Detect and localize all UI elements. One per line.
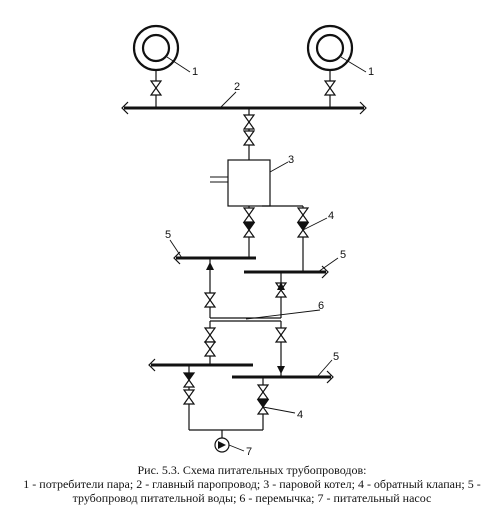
label-check-valve-bottom: 4 — [297, 409, 303, 421]
flow-arrow-up-left — [206, 262, 214, 270]
pump-check-valve-left — [183, 372, 195, 388]
main-steam-valve-upper — [243, 114, 255, 130]
feed-line-lower-right — [232, 370, 334, 384]
label-pump: 7 — [246, 446, 252, 458]
label-jumper: 6 — [318, 300, 324, 312]
label-consumer-right: 1 — [368, 66, 374, 78]
feed-pump — [214, 437, 230, 453]
steam-consumer-right — [306, 24, 354, 72]
consumer-left-valve — [150, 80, 162, 96]
boiler-check-valve-left — [243, 222, 255, 238]
figure-caption-line-1: 1 - потребители пара; 2 - главный паропр… — [23, 477, 481, 491]
feed-valve-left-lower-b — [204, 341, 216, 357]
label-check-valve-top: 4 — [328, 210, 334, 222]
label-main-steam: 2 — [234, 81, 240, 93]
label-boiler: 3 — [288, 154, 294, 166]
label-feed-left: 5 — [165, 229, 171, 241]
figure-caption-title: Рис. 5.3. Схема питательных трубопроводо… — [137, 463, 367, 477]
steam-consumer-left — [132, 24, 180, 72]
feed-line-lower-left — [148, 358, 253, 372]
feed-line-upper-right — [244, 265, 329, 279]
label-feed-bottom: 5 — [333, 351, 339, 363]
figure-caption-line-2: трубопровод питательной воды; 6 - перемы… — [72, 491, 432, 505]
feed-pipeline-diagram: 1 1 2 3 4 5 5 6 5 4 7 — [121, 24, 374, 458]
boiler-feed-valve — [243, 207, 255, 223]
feed-line-upper-left — [173, 251, 256, 265]
pump-valve-left — [183, 389, 195, 405]
feed-valve-left-mid — [204, 292, 216, 308]
label-consumer-left: 1 — [192, 66, 198, 78]
feed-valve-left-lower-a — [204, 327, 216, 343]
main-steam-line — [121, 101, 367, 115]
jumper-line — [210, 317, 281, 322]
flow-arrow-up-right — [277, 282, 285, 290]
consumer-right-valve — [324, 80, 336, 96]
boiler-feed-valve-right — [297, 207, 309, 223]
main-steam-valve-lower — [243, 130, 255, 146]
label-feed-mid: 5 — [340, 249, 346, 261]
pump-valve-right — [257, 384, 269, 400]
feed-valve-right-lower — [275, 327, 287, 343]
steam-boiler — [210, 159, 271, 207]
flow-arrow-down-right — [277, 366, 285, 374]
